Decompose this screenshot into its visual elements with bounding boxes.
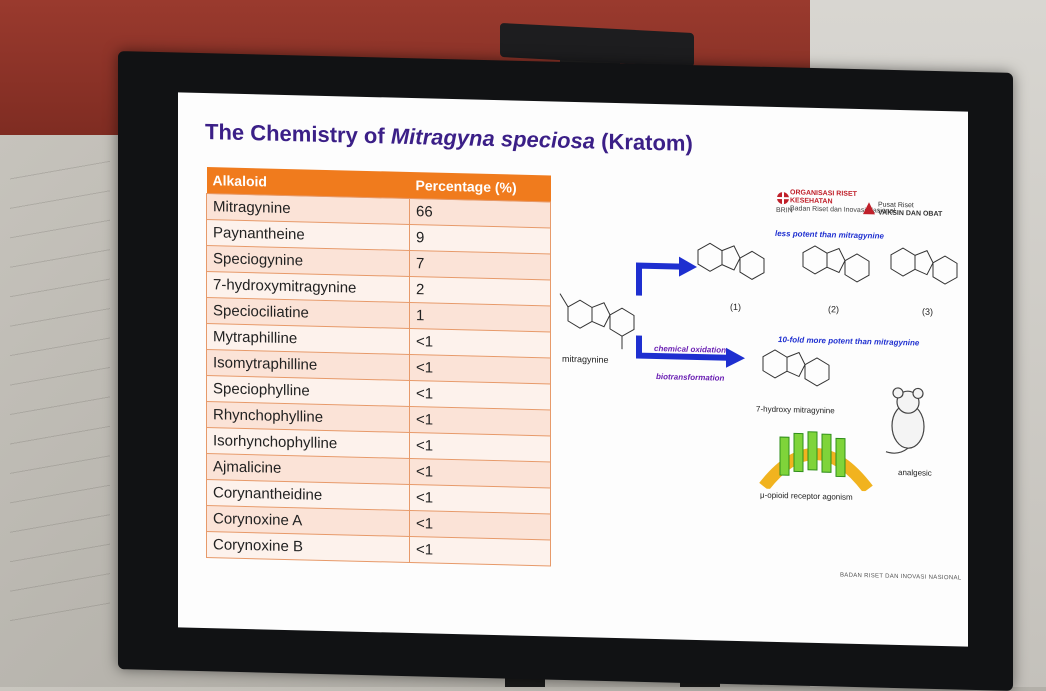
slide-title: The Chemistry of Mitragyna speciosa (Kra… — [205, 119, 693, 157]
mitragynine-label: mitragynine — [562, 353, 609, 365]
percentage-cell: <1 — [409, 484, 551, 514]
whiteboard-scribbles — [10, 150, 110, 630]
slide-footer: BADAN RISET DAN INOVASI NASIONAL — [840, 572, 962, 582]
compound-2-structure — [802, 245, 870, 283]
title-suffix: (Kratom) — [595, 128, 693, 156]
analgesic-label: analgesic — [898, 467, 932, 478]
brin-logo-icon — [777, 192, 789, 205]
opioid-receptor-graphic — [759, 431, 873, 492]
org-logo: ORGANISASI RISET KESEHATAN Badan Riset d… — [776, 189, 895, 216]
compound-1-number: (1) — [730, 301, 741, 313]
percentage-cell: <1 — [409, 380, 551, 410]
hydroxy-mitragynine-structure — [762, 349, 830, 387]
percentage-cell: <1 — [409, 536, 551, 566]
percentage-cell: <1 — [409, 432, 551, 462]
compound-3-number: (3) — [922, 306, 933, 317]
percentage-cell: <1 — [409, 406, 551, 436]
percentage-cell: <1 — [409, 458, 551, 488]
chemical-oxidation-label: chemical oxidation — [654, 343, 727, 355]
mitragynine-structure — [559, 293, 635, 350]
biotransformation-label: biotransformation — [656, 372, 725, 383]
hydroxy-mitragynine-label: 7-hydroxy mitragynine — [756, 404, 835, 416]
percentage-cell: 66 — [409, 198, 551, 228]
brin-label: BRIN — [776, 206, 793, 215]
mouse-icon — [885, 387, 925, 454]
right-arrow — [636, 335, 745, 368]
percentage-cell: <1 — [409, 510, 551, 540]
percentage-cell: <1 — [409, 328, 551, 358]
vaccine-logo: Pusat Riset VAKSIN DAN OBAT — [863, 201, 943, 219]
percentage-cell: 7 — [409, 250, 551, 280]
percentage-cell: 1 — [409, 302, 551, 332]
compound-1-structure — [697, 242, 765, 280]
receptor-label: μ-opioid receptor agonism — [760, 490, 853, 502]
compound-3-structure — [890, 247, 958, 285]
percentage-cell: 9 — [409, 224, 551, 254]
percentage-cell: 2 — [409, 276, 551, 306]
title-prefix: The Chemistry of — [205, 119, 391, 149]
alkaloid-name-cell: Corynoxine B — [206, 531, 410, 563]
compound-2-number: (2) — [828, 304, 839, 315]
vaccine-logo-icon — [863, 202, 875, 215]
title-italic: Mitragyna speciosa — [390, 123, 595, 154]
presentation-slide: The Chemistry of Mitragyna speciosa (Kra… — [178, 92, 968, 647]
up-arrow — [636, 256, 697, 296]
vac-line2: VAKSIN DAN OBAT — [878, 209, 943, 219]
header-percentage: Percentage (%) — [409, 172, 551, 202]
percentage-cell: <1 — [409, 354, 551, 384]
